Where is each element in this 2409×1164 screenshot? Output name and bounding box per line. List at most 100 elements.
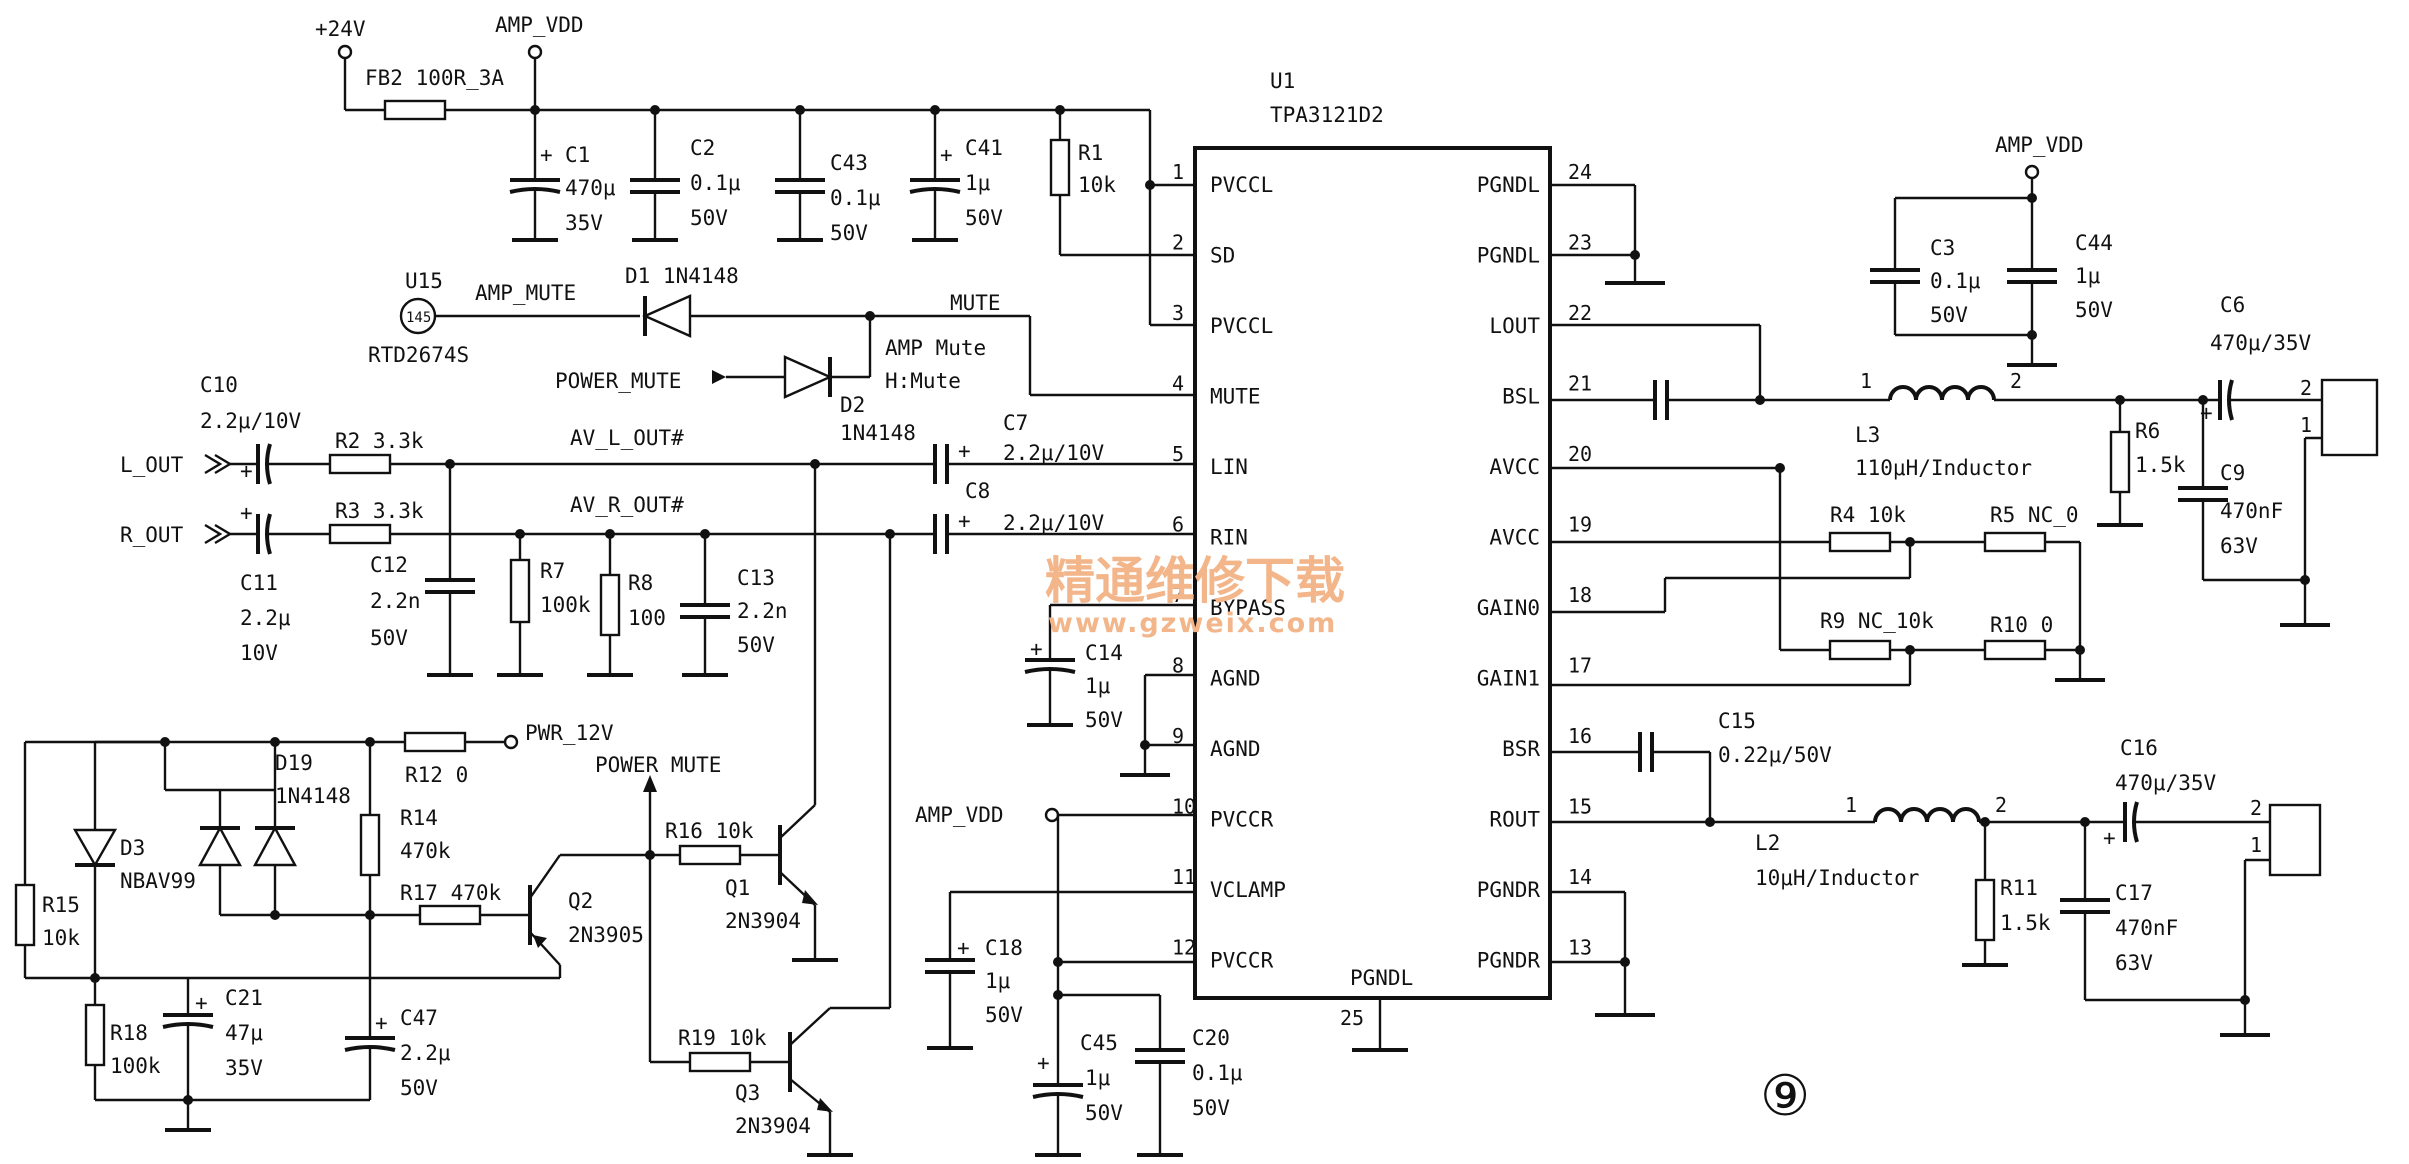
c3-voltage: 50V <box>1930 303 1968 327</box>
q1-value: 2N3904 <box>725 909 801 933</box>
left-connector-pin1: 1 <box>2300 413 2312 437</box>
l2-pin2: 2 <box>1995 793 2007 817</box>
r14-value: 470k <box>400 839 451 863</box>
c17-value: 470nF <box>2115 916 2178 940</box>
right-connector-pin2: 2 <box>2250 796 2262 820</box>
ic-pin-17-label: GAIN1 <box>1477 667 1540 691</box>
r5-label: R5 NC_0 <box>1990 503 2079 527</box>
ic-pin-13-number: 13 <box>1568 936 1592 960</box>
c12-ref: C12 <box>370 553 408 577</box>
ic-pin-4-number: 4 <box>1172 372 1184 396</box>
r18-ref: R18 <box>110 1021 148 1045</box>
r6-ref: R6 <box>2135 419 2160 443</box>
c1-voltage: 35V <box>565 211 603 235</box>
c2-voltage: 50V <box>690 206 728 230</box>
fb2-ferrite <box>383 99 447 121</box>
r16-label: R16 10k <box>665 819 754 843</box>
q3-ref: Q3 <box>735 1081 760 1105</box>
c41-voltage: 50V <box>965 206 1003 230</box>
r1-value: 10k <box>1078 173 1116 197</box>
ic-pin-4-label: MUTE <box>1210 385 1261 409</box>
net-l-out: L_OUT <box>120 453 184 477</box>
svg-text:+: + <box>240 501 253 525</box>
net-av-l-out: AV_L_OUT# <box>570 426 684 450</box>
ic-pin-16-number: 16 <box>1568 724 1592 748</box>
left-output-section: 1 2 L3 110μH/Inductor + C6 470μ/35V 2 1 … <box>1550 133 2379 687</box>
ic-ref: U1 <box>1270 69 1295 93</box>
c15-value: 0.22μ/50V <box>1718 743 1832 767</box>
ic-pin-6-number: 6 <box>1172 513 1184 537</box>
r7-value: 100k <box>540 593 591 617</box>
c2-ref: C2 <box>690 136 715 160</box>
c12-voltage: 50V <box>370 626 408 650</box>
d1-label: D1 1N4148 <box>625 264 739 288</box>
ic-pin-22-number: 22 <box>1568 301 1592 325</box>
c21-ref: C21 <box>225 986 263 1010</box>
r11-value: 1.5k <box>2000 911 2051 935</box>
c41-value: 1μ <box>965 171 991 195</box>
l2-pin1: 1 <box>1845 793 1857 817</box>
ic-pin-19-number: 19 <box>1568 513 1592 537</box>
ic-pin-3-number: 3 <box>1172 301 1184 325</box>
c7-ref: C7 <box>1003 411 1028 435</box>
c3-value: 0.1μ <box>1930 269 1981 293</box>
q2-value: 2N3905 <box>568 923 644 947</box>
c47-value: 2.2μ <box>400 1041 451 1065</box>
svg-text:+: + <box>1030 637 1043 661</box>
ic-pin-19-label: AVCC <box>1489 526 1540 550</box>
c11-voltage: 10V <box>240 641 278 665</box>
c41-ref: C41 <box>965 136 1003 160</box>
c16-ref: C16 <box>2120 736 2158 760</box>
ic-pin-11-label: VCLAMP <box>1210 878 1286 902</box>
r15-ref: R15 <box>42 893 80 917</box>
svg-text:+: + <box>2103 826 2116 850</box>
ic-pin-23-label: PGNDL <box>1477 244 1540 268</box>
c10-value: 2.2μ/10V <box>200 409 302 433</box>
left-connector-pin2: 2 <box>2300 376 2312 400</box>
r3-label: R3 3.3k <box>335 499 424 523</box>
mute-section: 145 U15 RTD2674S AMP_MUTE D1 1N4148 MUTE… <box>368 264 1195 445</box>
r14-ref: R14 <box>400 806 438 830</box>
c13-voltage: 50V <box>737 633 775 657</box>
speaker-left-connector <box>2320 378 2379 457</box>
ic-pin-24-label: PGNDL <box>1477 173 1540 197</box>
ic-pin-2-label: SD <box>1210 244 1235 268</box>
svg-text:+: + <box>540 143 553 167</box>
net-amp-mute: AMP_MUTE <box>475 281 576 305</box>
ic-pins: 1PVCCL2SD3PVCCL4MUTE5LIN6RIN7BYPASS8AGND… <box>1172 160 1592 973</box>
svg-text:+: + <box>940 143 953 167</box>
c10-ref: C10 <box>200 373 238 397</box>
ic-pin-13-label: PGNDR <box>1477 949 1541 973</box>
svg-text:+: + <box>1037 1051 1050 1075</box>
d2-ref: D2 <box>840 393 865 417</box>
r10-label: R10 0 <box>1990 613 2053 637</box>
c16-value: 470μ/35V <box>2115 771 2217 795</box>
ic-u1: U1 TPA3121D2 1PVCCL2SD3PVCCL4MUTE5LIN6RI… <box>1172 69 1592 1052</box>
c21-voltage: 35V <box>225 1056 263 1080</box>
c20-value: 0.1μ <box>1192 1061 1243 1085</box>
r9-label: R9 NC_10k <box>1820 609 1934 633</box>
c1-ref: C1 <box>565 143 590 167</box>
ic-pin-10-label: PVCCR <box>1210 808 1274 832</box>
c44-ref: C44 <box>2075 231 2113 255</box>
net-power-mute-in: POWER_MUTE <box>555 369 681 393</box>
ic-pin-8-label: AGND <box>1210 667 1261 691</box>
net-amp-vdd-pin10: AMP_VDD <box>915 803 1004 827</box>
right-output-section: C15 0.22μ/50V 1 2 L2 10μH/Inductor + C16… <box>1550 709 2322 1037</box>
audio-input-section: L_OUT + C10 2.2μ/10V R2 3.3k AV_L_OUT# +… <box>120 373 1195 777</box>
svg-text:+: + <box>958 439 971 463</box>
c9-value: 470nF <box>2220 499 2283 523</box>
net-amp-vdd-top: AMP_VDD <box>495 13 584 37</box>
ic-pin-20-label: AVCC <box>1489 455 1540 479</box>
ic-pin-5-label: LIN <box>1210 455 1248 479</box>
pvccr-section: AMP_VDD + C18 1μ 50V + C45 1μ 50V C20 <box>915 803 1243 1157</box>
q3-value: 2N3904 <box>735 1114 811 1138</box>
r15-value: 10k <box>42 926 80 950</box>
ic-pin-24-number: 24 <box>1568 160 1592 184</box>
c43-ref: C43 <box>830 151 868 175</box>
c20-ref: C20 <box>1192 1026 1230 1050</box>
r17-label: R17 470k <box>400 881 502 905</box>
ic-pin-7-label: BYPASS <box>1210 596 1286 620</box>
svg-text:+: + <box>958 509 971 533</box>
ic-pin-3-label: PVCCL <box>1210 314 1273 338</box>
